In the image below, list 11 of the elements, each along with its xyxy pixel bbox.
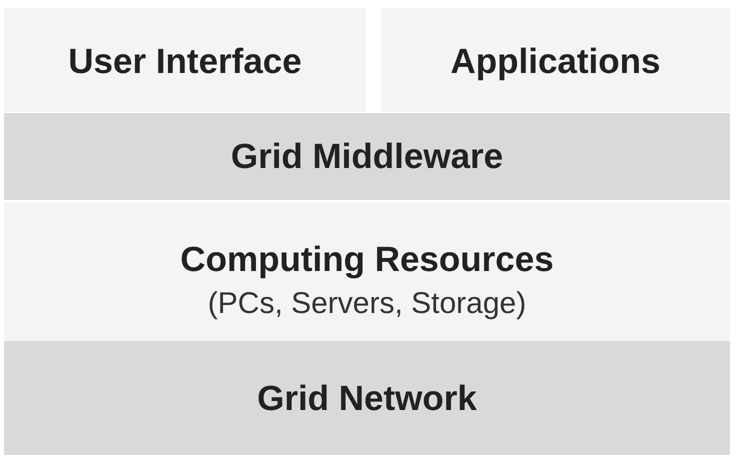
layer-title: Applications bbox=[450, 42, 661, 82]
layer-band bbox=[4, 202, 730, 341]
layer-title: Grid Middleware bbox=[230, 138, 504, 177]
layer-title: Computing Resources bbox=[180, 240, 554, 280]
layer-box bbox=[381, 8, 730, 112]
layer-title: Grid Network bbox=[257, 380, 477, 418]
layer-title: User Interface bbox=[68, 42, 302, 82]
layer-band bbox=[4, 341, 730, 455]
layer-box bbox=[4, 8, 366, 112]
layer-band bbox=[4, 113, 730, 200]
layer-subtitle: (PCs, Servers, Storage) bbox=[208, 287, 526, 320]
